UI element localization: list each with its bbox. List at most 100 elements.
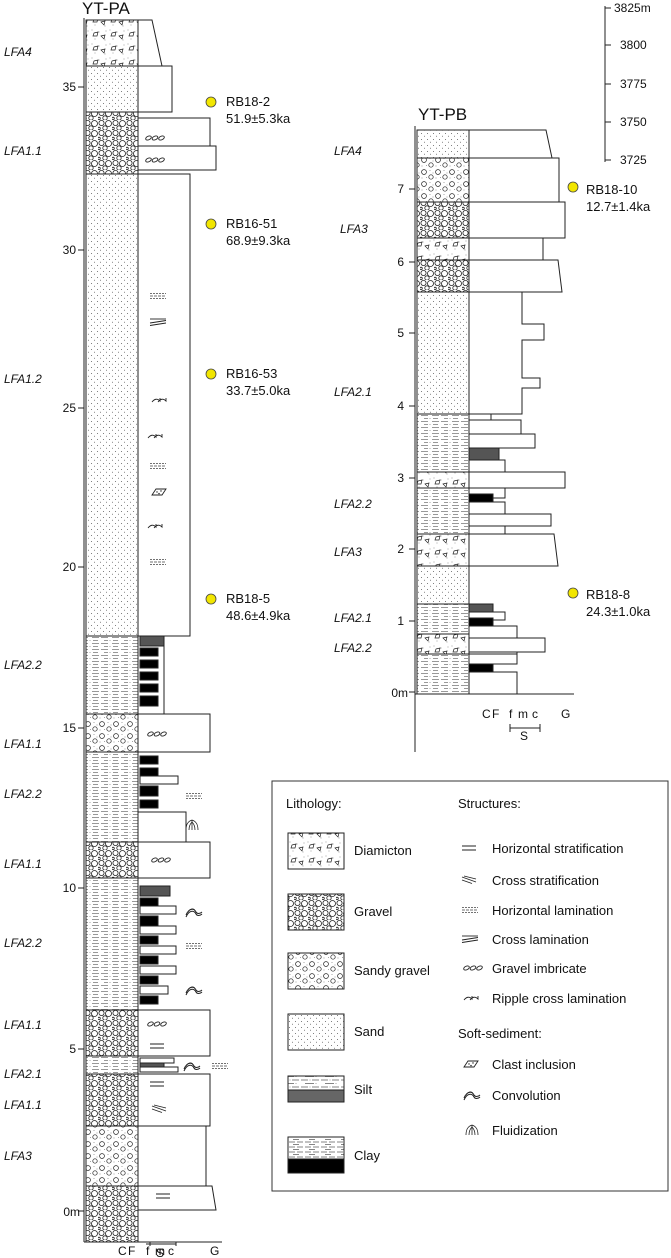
pa-grain-size-profile bbox=[137, 19, 217, 1211]
grain-label: m bbox=[518, 707, 528, 721]
sample-age: 33.7±5.0ka bbox=[226, 383, 291, 398]
pb-facies-label: LFA2.1 bbox=[334, 385, 372, 399]
grain-label: C bbox=[118, 1244, 127, 1258]
sample-marker bbox=[205, 218, 217, 230]
legend-lithology-title: Lithology: bbox=[286, 796, 342, 811]
pa-tick-label: 0m bbox=[63, 1205, 80, 1219]
pa-facies-label: LFA4 bbox=[4, 45, 32, 59]
pa-facies-label: LFA2.2 bbox=[4, 658, 42, 672]
pa-facies-label: LFA2.2 bbox=[4, 787, 42, 801]
grain-label: S bbox=[156, 1246, 164, 1258]
pb-lithology-column bbox=[416, 129, 470, 695]
grain-label: f bbox=[146, 1244, 150, 1258]
grain-label: C bbox=[482, 707, 491, 721]
legend-structure-label: Cross stratification bbox=[492, 873, 599, 888]
pa-tick-label: 25 bbox=[63, 401, 77, 415]
pb-tick-label: 2 bbox=[397, 542, 404, 556]
legend-structure-label: Horizontal lamination bbox=[492, 903, 613, 918]
pb-tick-label: 6 bbox=[397, 255, 404, 269]
pa-facies-label: LFA1.1 bbox=[4, 1018, 42, 1032]
pa-tick-label: 30 bbox=[63, 243, 77, 257]
pa-facies-label: LFA1.1 bbox=[4, 144, 42, 158]
pa-lithology-column bbox=[85, 19, 139, 1243]
grain-label: G bbox=[210, 1244, 219, 1258]
swatch-sand bbox=[287, 1013, 345, 1051]
grain-label: S bbox=[520, 729, 528, 743]
pb-samples: RB18-10 12.7±1.4ka RB18-8 24.3±1.0ka bbox=[567, 181, 651, 619]
sample-id: RB16-51 bbox=[226, 216, 277, 231]
pb-facies-label: LFA2.2 bbox=[334, 497, 372, 511]
pa-facies-label: LFA1.1 bbox=[4, 1098, 42, 1112]
grain-label: G bbox=[561, 707, 570, 721]
pb-grain-size-axis: C F f m c G S bbox=[415, 693, 574, 743]
grain-label: m bbox=[155, 1244, 165, 1258]
pa-tick-label: 5 bbox=[69, 1042, 76, 1056]
swatch-silt bbox=[287, 1075, 345, 1091]
legend-lithology-label: Sand bbox=[354, 1024, 384, 1039]
pb-facies-label: LFA3 bbox=[340, 222, 368, 236]
pa-facies-label: LFA1.2 bbox=[4, 372, 42, 386]
sample-id: RB18-5 bbox=[226, 591, 270, 606]
pa-tick-label: 10 bbox=[63, 881, 77, 895]
elevation-scale: 3825m 3800 3775 3750 3725 bbox=[604, 1, 651, 167]
sample-marker bbox=[205, 368, 217, 380]
pb-tick-label: 1 bbox=[397, 614, 404, 628]
pb-title: YT-PB bbox=[418, 105, 467, 124]
pb-facies-label: LFA2.1 bbox=[334, 611, 372, 625]
legend-soft-label: Fluidization bbox=[492, 1123, 558, 1138]
grain-label: f bbox=[509, 707, 513, 721]
sample-age: 51.9±5.3ka bbox=[226, 111, 291, 126]
pb-depth-ticks bbox=[409, 188, 415, 693]
sample-age: 12.7±1.4ka bbox=[586, 199, 651, 214]
legend-structures-title: Structures: bbox=[458, 796, 521, 811]
elevation-tick: 3750 bbox=[620, 115, 647, 129]
pa-facies-label: LFA1.1 bbox=[4, 737, 42, 751]
pb-facies-label: LFA2.2 bbox=[334, 641, 372, 655]
grain-label: F bbox=[492, 707, 499, 721]
pa-depth-ticks bbox=[78, 86, 84, 1212]
pb-tick-label: 7 bbox=[397, 182, 404, 196]
sample-marker bbox=[567, 181, 579, 193]
pa-facies-label: LFA1.1 bbox=[4, 857, 42, 871]
pa-tick-label: 20 bbox=[63, 560, 77, 574]
sample-age: 24.3±1.0ka bbox=[586, 604, 651, 619]
pb-facies-label: LFA3 bbox=[334, 545, 362, 559]
pb-tick-label: 3 bbox=[397, 471, 404, 485]
grain-label: c bbox=[168, 1244, 174, 1258]
sample-id: RB18-2 bbox=[226, 94, 270, 109]
pb-facies-label: LFA4 bbox=[334, 144, 362, 158]
pa-samples: RB18-2 51.9±5.3ka RB16-51 68.9±9.3ka RB1… bbox=[205, 94, 291, 623]
sample-marker bbox=[205, 593, 217, 605]
pa-facies-label: LFA2.2 bbox=[4, 936, 42, 950]
legend-structure-label: Ripple cross lamination bbox=[492, 991, 626, 1006]
pb-grain-size-profile bbox=[468, 129, 566, 695]
sample-id: RB16-53 bbox=[226, 366, 277, 381]
swatch-sandy-gravel bbox=[287, 952, 345, 990]
swatch-clay-fill bbox=[287, 1158, 345, 1174]
pa-tick-label: 35 bbox=[63, 80, 77, 94]
swatch-diamicton bbox=[287, 832, 345, 870]
pb-tick-label: 4 bbox=[397, 399, 404, 413]
sample-marker bbox=[567, 587, 579, 599]
swatch-gravel bbox=[287, 893, 345, 931]
elevation-tick: 3800 bbox=[620, 38, 647, 52]
legend-soft-label: Clast inclusion bbox=[492, 1057, 576, 1072]
swatch-clay bbox=[287, 1136, 345, 1160]
sample-age: 48.6±4.9ka bbox=[226, 608, 291, 623]
pa-tick-label: 15 bbox=[63, 721, 77, 735]
log-yt-pa: YT-PA 35 30 25 20 15 10 5 0m LFA4 LFA1.1 bbox=[4, 0, 291, 1258]
legend-soft-title: Soft-sediment: bbox=[458, 1026, 542, 1041]
legend-lithology-label: Clay bbox=[354, 1148, 381, 1163]
sample-id: RB18-10 bbox=[586, 182, 637, 197]
pa-title: YT-PA bbox=[82, 0, 131, 18]
elevation-tick: 3775 bbox=[620, 77, 647, 91]
legend-lithology-label: Gravel bbox=[354, 904, 392, 919]
pa-facies-label: LFA2.1 bbox=[4, 1067, 42, 1081]
legend-soft-label: Convolution bbox=[492, 1088, 561, 1103]
legend-lithology-label: Silt bbox=[354, 1082, 372, 1097]
legend: Lithology: Structures: Diamicton Gravel … bbox=[271, 780, 669, 1192]
grain-label: c bbox=[532, 707, 538, 721]
swatch-silt-fill bbox=[287, 1089, 345, 1103]
pb-tick-label: 0m bbox=[391, 686, 408, 700]
